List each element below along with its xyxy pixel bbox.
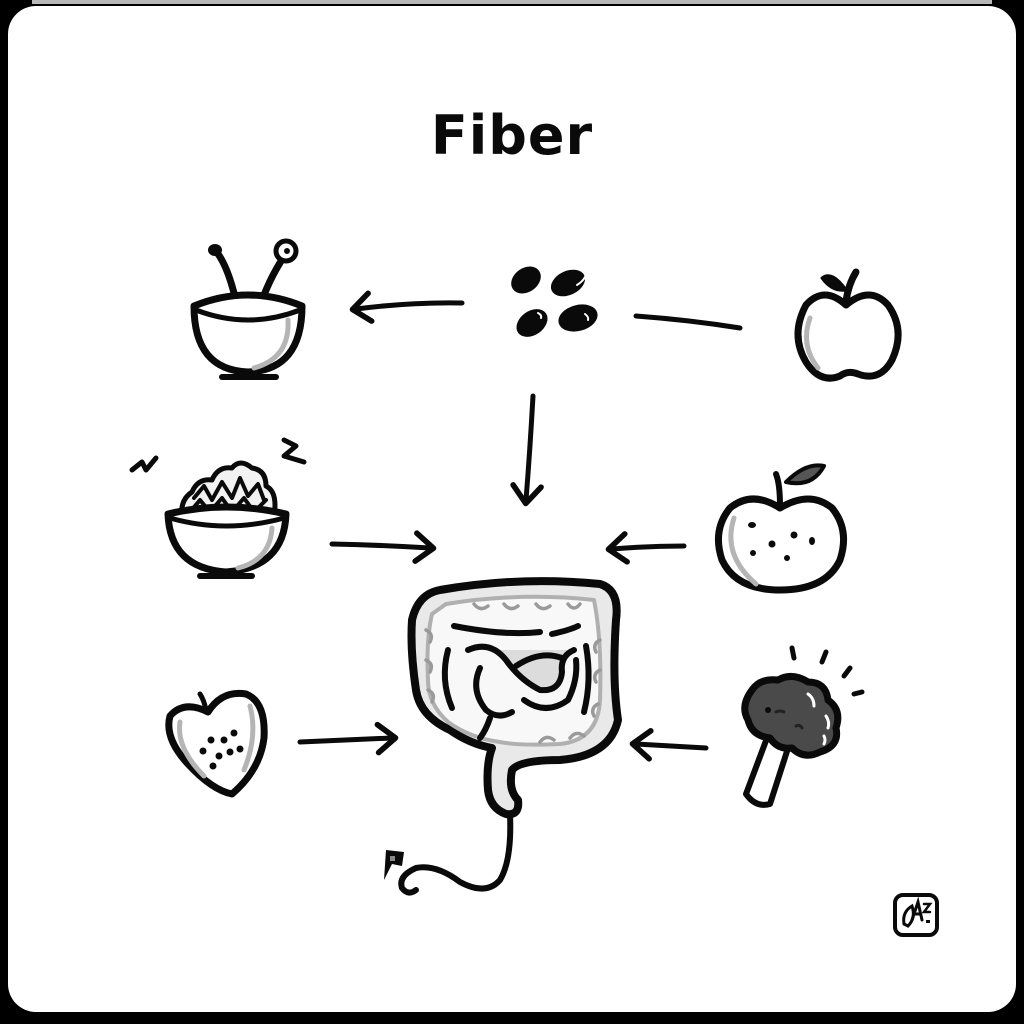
- logo-badge-icon: [893, 893, 939, 937]
- grain-bowl-icon: [129, 437, 307, 579]
- illustration-card: Fiber: [8, 6, 1016, 1012]
- arrow-broccoli-to-intestines: [629, 728, 709, 762]
- arrow-orange-to-intestines: [605, 531, 687, 565]
- intestines-icon: [398, 577, 622, 896]
- broccoli-icon: [741, 645, 865, 808]
- arrow-grains-to-intestines: [329, 530, 437, 564]
- beans-icon: [511, 266, 598, 337]
- page-title: Fiber: [430, 104, 594, 167]
- arrow-strawberry-to-intestines: [297, 721, 399, 756]
- orange-icon: [714, 463, 848, 594]
- top-edge-bar: [32, 0, 992, 4]
- arrow-beans-to-bowl: [349, 290, 465, 324]
- apple-icon: [794, 268, 902, 382]
- tail-flag-icon: [384, 850, 404, 880]
- strawberry-icon: [165, 689, 268, 798]
- line-apple-to-beans: [633, 313, 743, 331]
- fiber-diagram: [129, 238, 939, 937]
- arrow-beans-to-intestines: [510, 393, 544, 507]
- bowl-spoon-icon: [190, 238, 306, 380]
